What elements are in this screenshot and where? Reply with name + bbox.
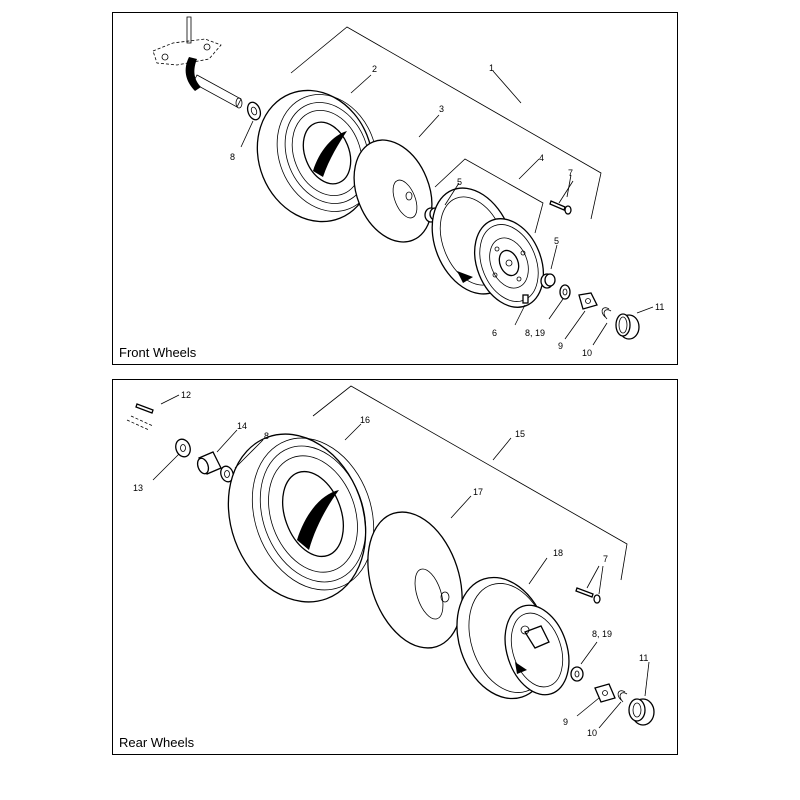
bracket-rim-4 — [434, 158, 544, 234]
part-11-cap — [615, 313, 640, 340]
bracket-assembly-15 — [312, 385, 628, 581]
callout-2: 2 — [372, 64, 377, 74]
part-10-clip — [601, 307, 612, 320]
callout-7: 7 — [568, 168, 573, 178]
callout-17: 17 — [473, 487, 483, 497]
callout-8-19: 8, 19 — [525, 328, 545, 338]
callout-10-rear: 10 — [587, 728, 597, 738]
part-12-key — [126, 403, 154, 431]
part-8-washer — [246, 101, 262, 121]
callout-3: 3 — [439, 104, 444, 114]
part-8-19-washer — [559, 284, 571, 300]
callout-8: 8 — [230, 152, 235, 162]
part-16-tire — [227, 433, 375, 603]
part-9-plate-rear — [594, 683, 616, 703]
part-18-rim — [456, 576, 570, 700]
part-11-cap-rear — [628, 698, 655, 726]
part-4-rim — [431, 187, 544, 308]
callout-8-rear: 8 — [264, 431, 269, 441]
part-8-19-washer-rear — [570, 666, 584, 682]
callout-13: 13 — [133, 483, 143, 493]
part-14-spacer — [196, 451, 222, 475]
part-17-tube — [367, 511, 463, 649]
part-2-tire — [256, 89, 378, 223]
part-7-bolts — [549, 200, 572, 215]
callout-4: 4 — [539, 153, 544, 163]
callout-18: 18 — [553, 548, 563, 558]
callout-9: 9 — [558, 341, 563, 351]
front-wheels-diagram: 1 2 3 4 5 7 8 5 6 8, 19 9 10 11 — [152, 16, 664, 358]
callout-5-left: 5 — [457, 177, 462, 187]
part-3-tube — [353, 139, 433, 243]
callout-8-19-rear: 8, 19 — [592, 629, 612, 639]
callout-11-rear: 11 — [639, 653, 648, 663]
part-8-washer-rear — [220, 465, 234, 483]
callout-15: 15 — [515, 429, 525, 439]
callout-12: 12 — [181, 390, 191, 400]
callout-6: 6 — [492, 328, 497, 338]
callout-10: 10 — [582, 348, 592, 358]
rear-wheels-panel: 12 13 14 8 16 15 17 18 7 8, 19 11 9 10 R… — [112, 379, 678, 755]
panel-title-rear: Rear Wheels — [119, 735, 195, 750]
front-wheels-panel: 1 2 3 4 5 7 8 5 6 8, 19 9 10 11 Front Wh… — [112, 12, 678, 365]
callout-14: 14 — [237, 421, 247, 431]
panel-title-front: Front Wheels — [119, 345, 197, 360]
spindle-arm — [152, 16, 243, 109]
callout-9-rear: 9 — [563, 717, 568, 727]
callout-16: 16 — [360, 415, 370, 425]
part-13-washer — [175, 438, 191, 458]
callout-7-rear: 7 — [603, 554, 608, 564]
part-6-valve-stem — [522, 294, 529, 304]
part-5-bearing-right — [540, 273, 556, 289]
callout-11: 11 — [655, 302, 664, 312]
bracket-assembly-1 — [290, 26, 602, 220]
part-7-bolts-rear — [575, 587, 601, 604]
callout-1: 1 — [489, 63, 494, 73]
rear-wheels-diagram: 12 13 14 8 16 15 17 18 7 8, 19 11 9 10 — [126, 385, 655, 738]
callout-5-right: 5 — [554, 236, 559, 246]
part-10-clip-rear — [617, 690, 628, 703]
part-9-plate — [578, 292, 598, 310]
